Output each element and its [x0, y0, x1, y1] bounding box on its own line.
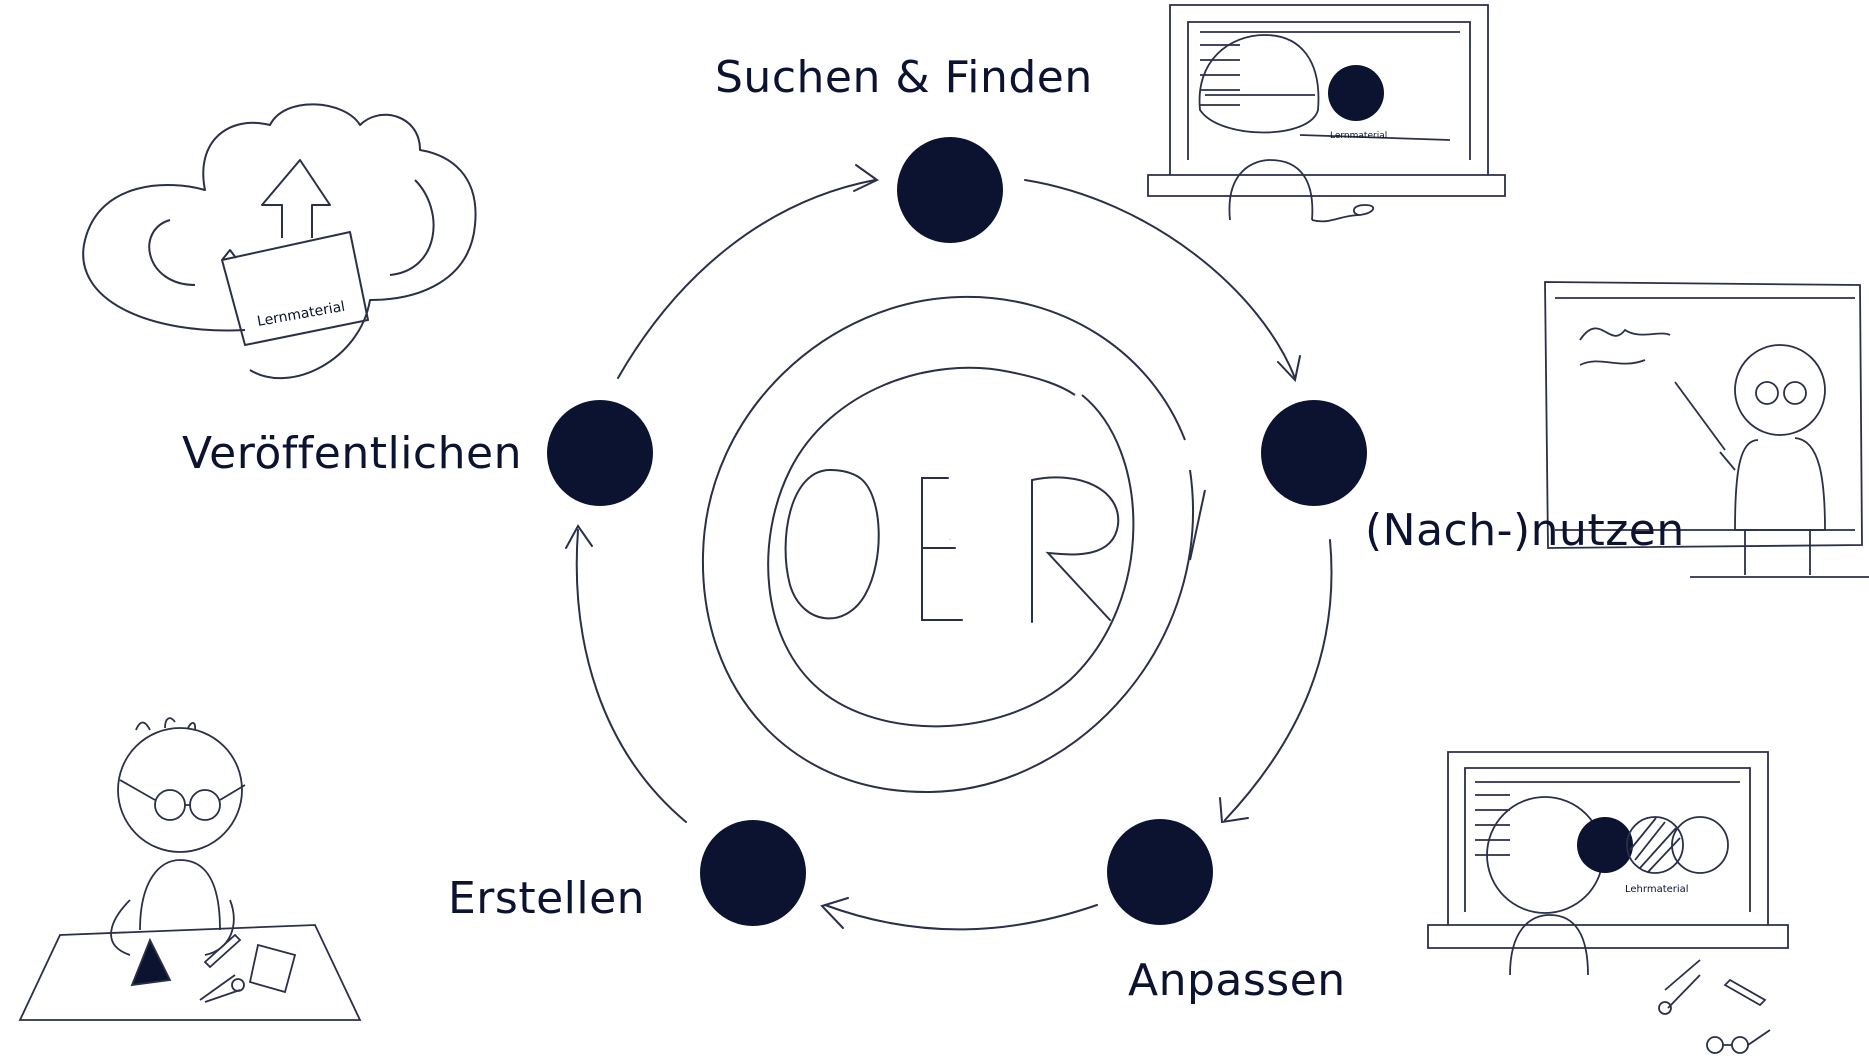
circle-hatched [1626, 816, 1684, 874]
teacher-head [1734, 344, 1826, 436]
viewer-shoulders [1509, 914, 1589, 976]
blackboard [1544, 281, 1863, 549]
pencil-desk [203, 933, 242, 969]
laptop2-screen-inner [1464, 767, 1751, 912]
glasses-icon [1706, 1029, 1771, 1054]
board-scribble [1579, 327, 1671, 366]
outer-ring [701, 295, 1194, 794]
laptop-dark-dot [1328, 65, 1384, 121]
laptop-base [1147, 174, 1506, 197]
creator-body [139, 859, 221, 931]
cloud-inner [148, 179, 435, 286]
laptop2-ui-lines [1475, 781, 1740, 856]
center-text: OER [949, 539, 951, 541]
blackboard-inner [1555, 297, 1855, 531]
laptop2-base [1427, 924, 1789, 949]
label-nachnutzen: (Nach-)nutzen [1365, 505, 1685, 556]
arrow-veroeffentlichen-to-suchen [617, 179, 876, 379]
arrow-nachnutzen-to-anpassen [1224, 539, 1333, 821]
laptop-screen-inner [1187, 21, 1471, 160]
pointer-stick [1674, 381, 1726, 451]
creator-hair [135, 717, 197, 731]
creator-head [117, 727, 243, 853]
node-veroeffentlichen [547, 400, 653, 506]
center-rings [701, 295, 1206, 794]
cloud-label: Lernmaterial [256, 299, 346, 330]
node-suchen [897, 137, 1003, 243]
paper-square [248, 943, 297, 994]
arrow-anpassen-to-erstellen [824, 904, 1098, 931]
scissors-desk [199, 974, 245, 1003]
laptop2-screen [1447, 751, 1769, 925]
creator-glasses-right [189, 789, 221, 821]
teacher-body [1719, 437, 1826, 575]
letter-o [784, 468, 880, 620]
node-anpassen [1107, 819, 1213, 925]
oer-lettering [784, 468, 1120, 623]
mouse-cable [1311, 204, 1374, 223]
arrow-suchen-to-nachnutzen [1024, 179, 1296, 379]
label-suchen-finden: Suchen & Finden [715, 52, 1093, 103]
arrowhead-suchen [853, 164, 879, 192]
desk [18, 924, 362, 1021]
letter-e [921, 477, 963, 621]
label-anpassen: Anpassen [1128, 955, 1346, 1006]
laptop-search-illustration: Lernmaterial [1147, 4, 1506, 223]
cycle-nodes [547, 137, 1367, 926]
creator-arms [110, 899, 235, 956]
scissors-icon [1658, 959, 1701, 1015]
creator-desk-illustration [18, 717, 362, 1021]
circle-outline [1671, 816, 1729, 874]
laptop-screen [1169, 4, 1489, 175]
arrowhead-erstellen [820, 897, 849, 929]
arrow-erstellen-to-veroeffentlichen [575, 529, 687, 823]
arrowhead-veroeffentlichen [565, 524, 593, 549]
circle-dark [1577, 817, 1633, 873]
cloud-upload-illustration: Lernmaterial [82, 103, 477, 380]
label-erstellen: Erstellen [448, 873, 646, 924]
node-erstellen [700, 820, 806, 926]
arrowhead-anpassen [1219, 797, 1249, 824]
teacher-glasses-right [1783, 381, 1807, 405]
cloud-outline [82, 103, 477, 380]
hatch-lines [1629, 817, 1681, 873]
letter-r [1031, 476, 1120, 623]
creator-glasses-arms [119, 779, 246, 806]
pencil-icon [1723, 978, 1767, 1007]
document-icon [221, 231, 369, 346]
person-with-beanie [1198, 34, 1320, 134]
laptop-adapt-illustration: Lehrmaterial [1427, 751, 1789, 1054]
teacher-board-illustration [1544, 281, 1869, 578]
laptop-ui-lines [1200, 31, 1460, 141]
creator-glasses-left [154, 789, 186, 821]
cycle-arrows [565, 164, 1333, 931]
outer-ring-tick [1189, 489, 1206, 561]
inner-ring [767, 366, 1135, 728]
person-shoulders [1228, 159, 1314, 221]
label-veroeffentlichen: Veröffentlichen [182, 428, 522, 479]
laptop-top-label: Lernmaterial [1330, 131, 1387, 141]
upload-arrow-icon [261, 159, 331, 238]
laptop-bottom-label: Lehrmaterial [1625, 884, 1689, 895]
arrowhead-nachnutzen [1277, 355, 1301, 383]
teacher-glasses-left [1755, 381, 1779, 405]
node-nachnutzen [1261, 400, 1367, 506]
paper-triangle [130, 937, 172, 987]
